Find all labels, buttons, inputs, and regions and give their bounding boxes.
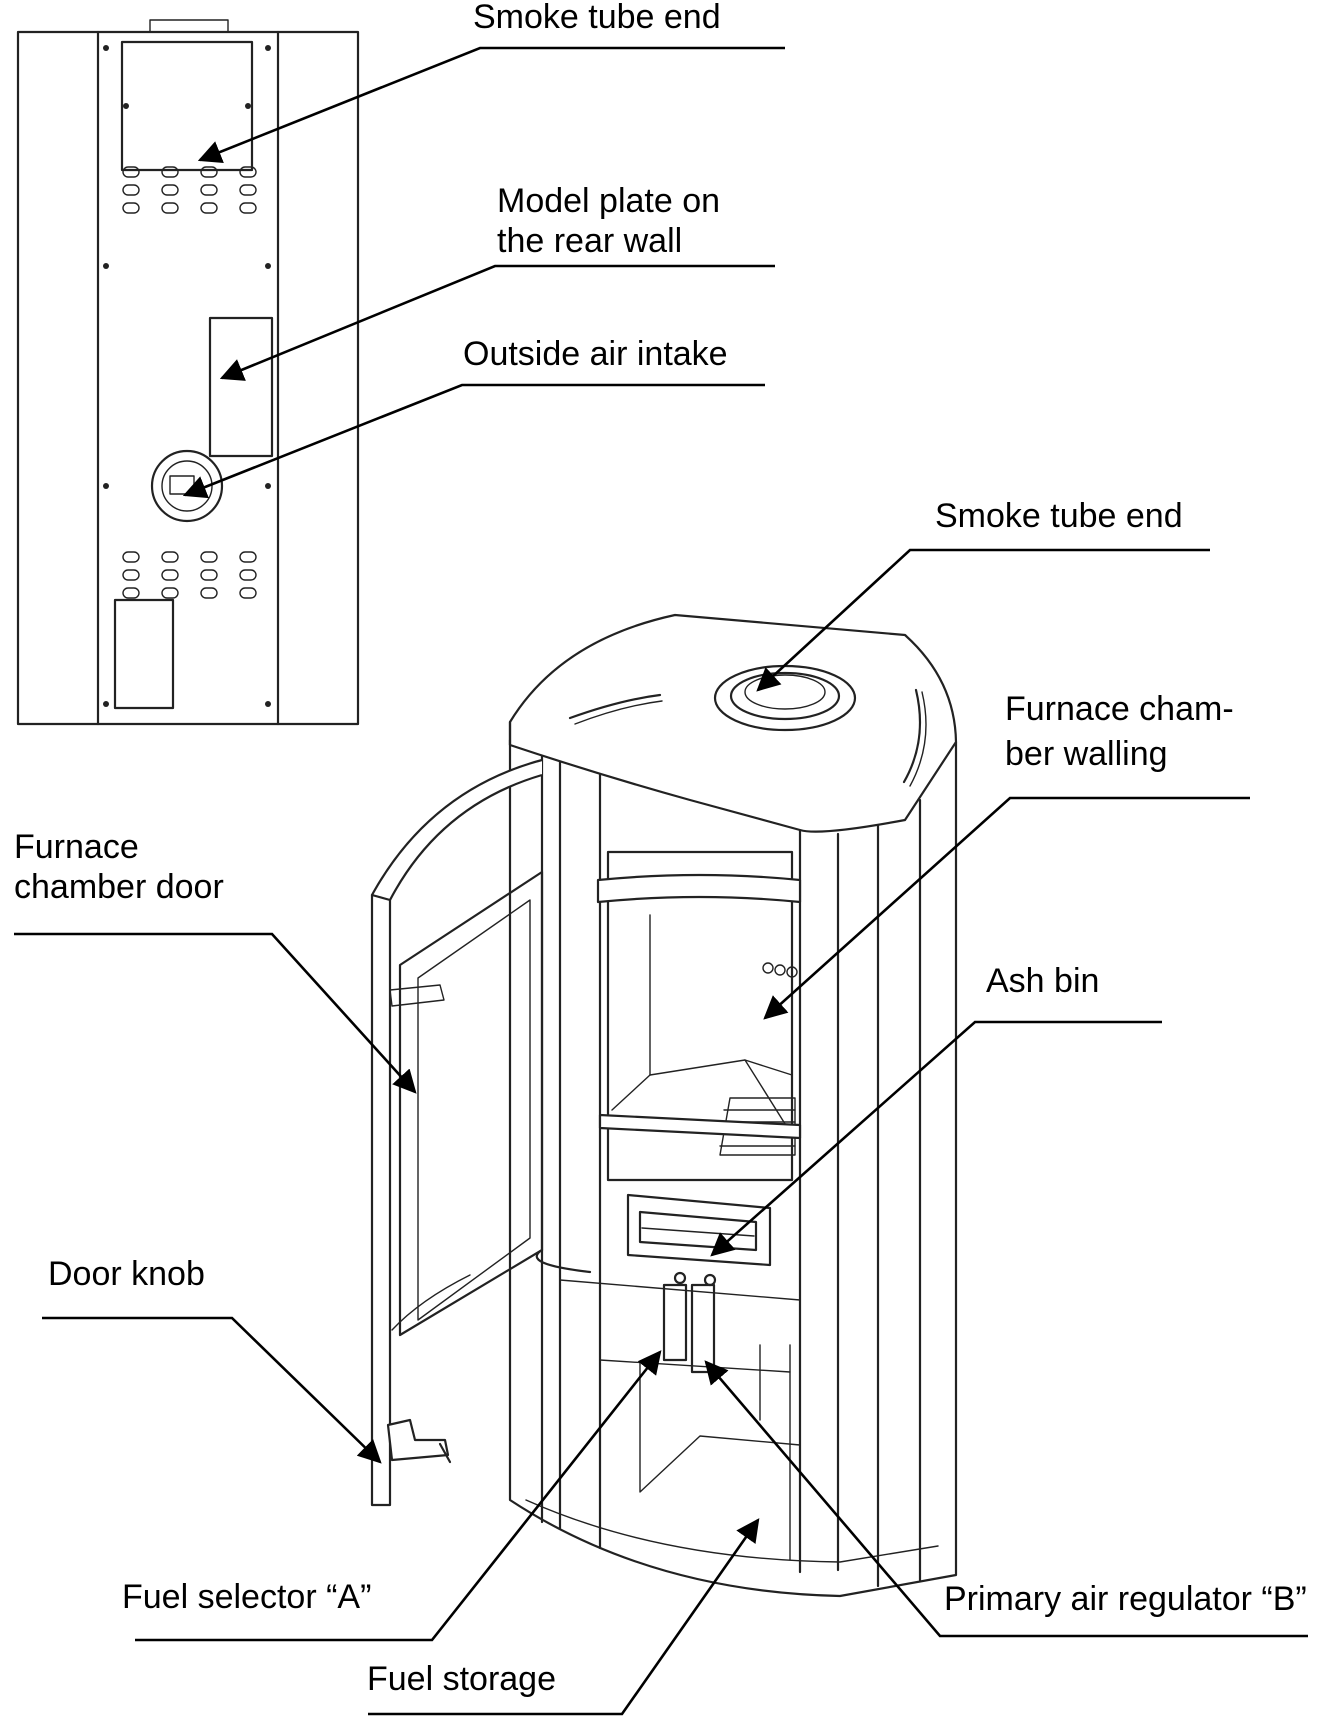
label-model-plate-line1: Model plate on: [497, 182, 720, 220]
label-door-knob: Door knob: [48, 1255, 205, 1293]
leader-ash-bin: [710, 1020, 1162, 1257]
top-plate-right-vent: [902, 688, 922, 784]
leader-furnace-walling: [763, 796, 1250, 1020]
label-ash-bin: Ash bin: [986, 962, 1099, 1000]
rear-air-intake: [150, 449, 224, 523]
label-fuel-selector: Fuel selector “A”: [122, 1578, 371, 1616]
rear-model-plate: [208, 316, 274, 458]
leader-lines: [14, 46, 1308, 1716]
rear-upper-vent-slots: [122, 166, 257, 214]
label-furnace-door-line1: Furnace: [14, 828, 139, 866]
label-furnace-walling-line1: Furnace cham-: [1005, 690, 1234, 728]
label-furnace-walling-line2: ber walling: [1005, 735, 1168, 773]
rear-lower-vent-slots: [122, 551, 257, 599]
leader-outside-air-intake: [182, 383, 765, 499]
rear-top-cap: [149, 19, 229, 33]
label-model-plate-line2: the rear wall: [497, 222, 682, 260]
front-view-drawing: [370, 613, 958, 1598]
label-front-smoke-tube-end: Smoke tube end: [935, 497, 1183, 535]
label-primary-air-regulator: Primary air regulator “B”: [944, 1580, 1307, 1618]
fuel-storage-compartment: [559, 1279, 801, 1561]
callout-labels: Smoke tube end Model plate on the rear w…: [14, 0, 1307, 1698]
leader-rear-smoke-tube-end: [197, 46, 785, 164]
top-plate-left-vent: [568, 693, 662, 720]
furnace-chamber: [596, 850, 802, 1182]
leader-primary-air-regulator: [704, 1360, 1308, 1638]
ash-bin-front: [626, 1193, 772, 1267]
stove-left-posts: [540, 750, 602, 1550]
furnace-sill: [598, 1113, 802, 1140]
rear-lower-plate: [113, 598, 175, 710]
stove-base-curve: [525, 1499, 939, 1563]
regulators: [662, 1271, 717, 1374]
label-fuel-storage: Fuel storage: [367, 1660, 556, 1698]
furnace-door-open: [370, 758, 592, 1507]
rear-smoke-tube-plate: [120, 40, 254, 172]
primary-air-regulator-handle: [690, 1283, 716, 1374]
rear-screws: [103, 45, 271, 707]
furnace-baffle: [596, 873, 802, 904]
fuel-selector-handle: [662, 1283, 688, 1362]
leader-fuel-storage: [368, 1518, 760, 1716]
leader-fuel-selector: [135, 1350, 662, 1642]
furnace-wall-holes: [762, 962, 798, 978]
label-furnace-door-line2: chamber door: [14, 868, 224, 906]
label-outside-air-intake: Outside air intake: [463, 335, 728, 373]
rear-view-drawing: [16, 19, 360, 726]
leader-front-smoke-tube-end: [756, 548, 1210, 692]
leader-furnace-door: [14, 932, 417, 1094]
label-rear-smoke-tube-end: Smoke tube end: [473, 0, 721, 36]
leader-model-plate: [219, 264, 775, 381]
door-glass: [417, 899, 531, 1321]
rear-outer-frame: [16, 30, 360, 726]
door-knob-handle: [386, 1418, 452, 1464]
leader-door-knob: [42, 1316, 382, 1464]
front-smoke-tube-collar: [713, 664, 857, 732]
stove-top-plate: [508, 613, 958, 833]
stove-body-outline: [508, 738, 958, 1598]
stove-right-side-panels: [798, 798, 922, 1588]
